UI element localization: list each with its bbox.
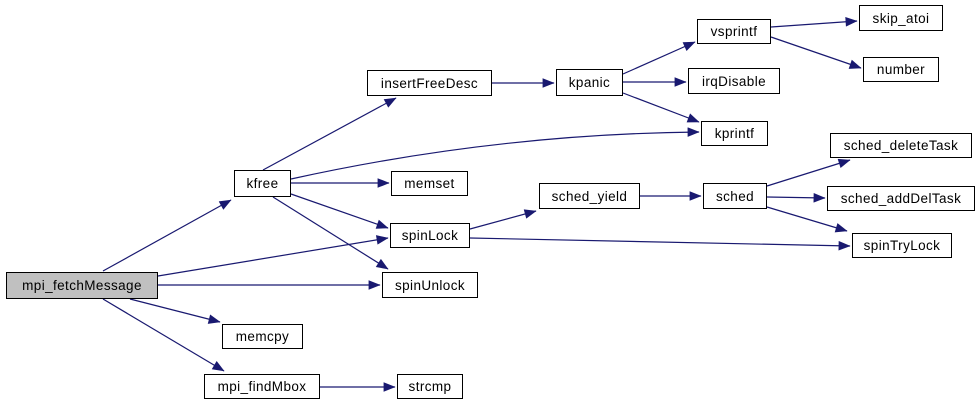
edge-kfree-kprintf bbox=[290, 127, 700, 180]
node-number[interactable]: number bbox=[863, 57, 939, 82]
node-sched[interactable]: sched bbox=[703, 183, 767, 209]
node-spinLock[interactable]: spinLock bbox=[390, 223, 470, 248]
node-spinUnlock[interactable]: spinUnlock bbox=[382, 272, 478, 298]
edge-sched-sched_addDelTask bbox=[766, 193, 826, 203]
node-skip_atoi[interactable]: skip_atoi bbox=[859, 5, 943, 31]
node-memset[interactable]: memset bbox=[391, 171, 468, 196]
edge-kfree-insertFreeDesc bbox=[262, 97, 397, 171]
node-mpi_findMbox[interactable]: mpi_findMbox bbox=[204, 374, 320, 399]
node-memcpy[interactable]: memcpy bbox=[222, 324, 303, 349]
edge-mpi_fetchMessage-memcpy bbox=[129, 298, 221, 324]
edge-kpanic-vsprintf bbox=[622, 41, 696, 75]
node-insertFreeDesc[interactable]: insertFreeDesc bbox=[367, 70, 492, 96]
edge-spinLock-spinTryLock bbox=[469, 237, 851, 251]
node-spinTryLock[interactable]: spinTryLock bbox=[852, 233, 952, 258]
node-mpi_fetchMessage: mpi_fetchMessage bbox=[6, 272, 158, 299]
edge-vsprintf-number bbox=[770, 36, 862, 69]
node-sched_deleteTask[interactable]: sched_deleteTask bbox=[830, 133, 972, 158]
edge-mpi_fetchMessage-spinLock bbox=[157, 235, 389, 277]
node-sched_yield[interactable]: sched_yield bbox=[539, 183, 640, 209]
edge-sched-spinTryLock bbox=[766, 206, 848, 233]
node-irqDisable[interactable]: irqDisable bbox=[688, 68, 780, 94]
node-sched_addDelTask[interactable]: sched_addDelTask bbox=[827, 186, 975, 211]
edge-sched-sched_deleteTask bbox=[766, 158, 851, 187]
edge-kpanic-kprintf bbox=[622, 92, 700, 123]
node-kprintf[interactable]: kprintf bbox=[701, 121, 768, 146]
edge-mpi_fetchMessage-kfree bbox=[102, 199, 232, 272]
edge-kfree-spinLock bbox=[290, 193, 389, 229]
edge-kfree-spinUnlock bbox=[272, 196, 389, 270]
edge-vsprintf-skip_atoi bbox=[770, 17, 858, 28]
node-vsprintf[interactable]: vsprintf bbox=[697, 19, 771, 44]
node-kpanic[interactable]: kpanic bbox=[556, 69, 623, 96]
node-strcmp[interactable]: strcmp bbox=[397, 374, 463, 399]
edge-mpi_fetchMessage-mpi_findMbox bbox=[102, 298, 225, 372]
edge-spinLock-sched_yield bbox=[469, 209, 537, 230]
node-kfree[interactable]: kfree bbox=[234, 170, 291, 197]
